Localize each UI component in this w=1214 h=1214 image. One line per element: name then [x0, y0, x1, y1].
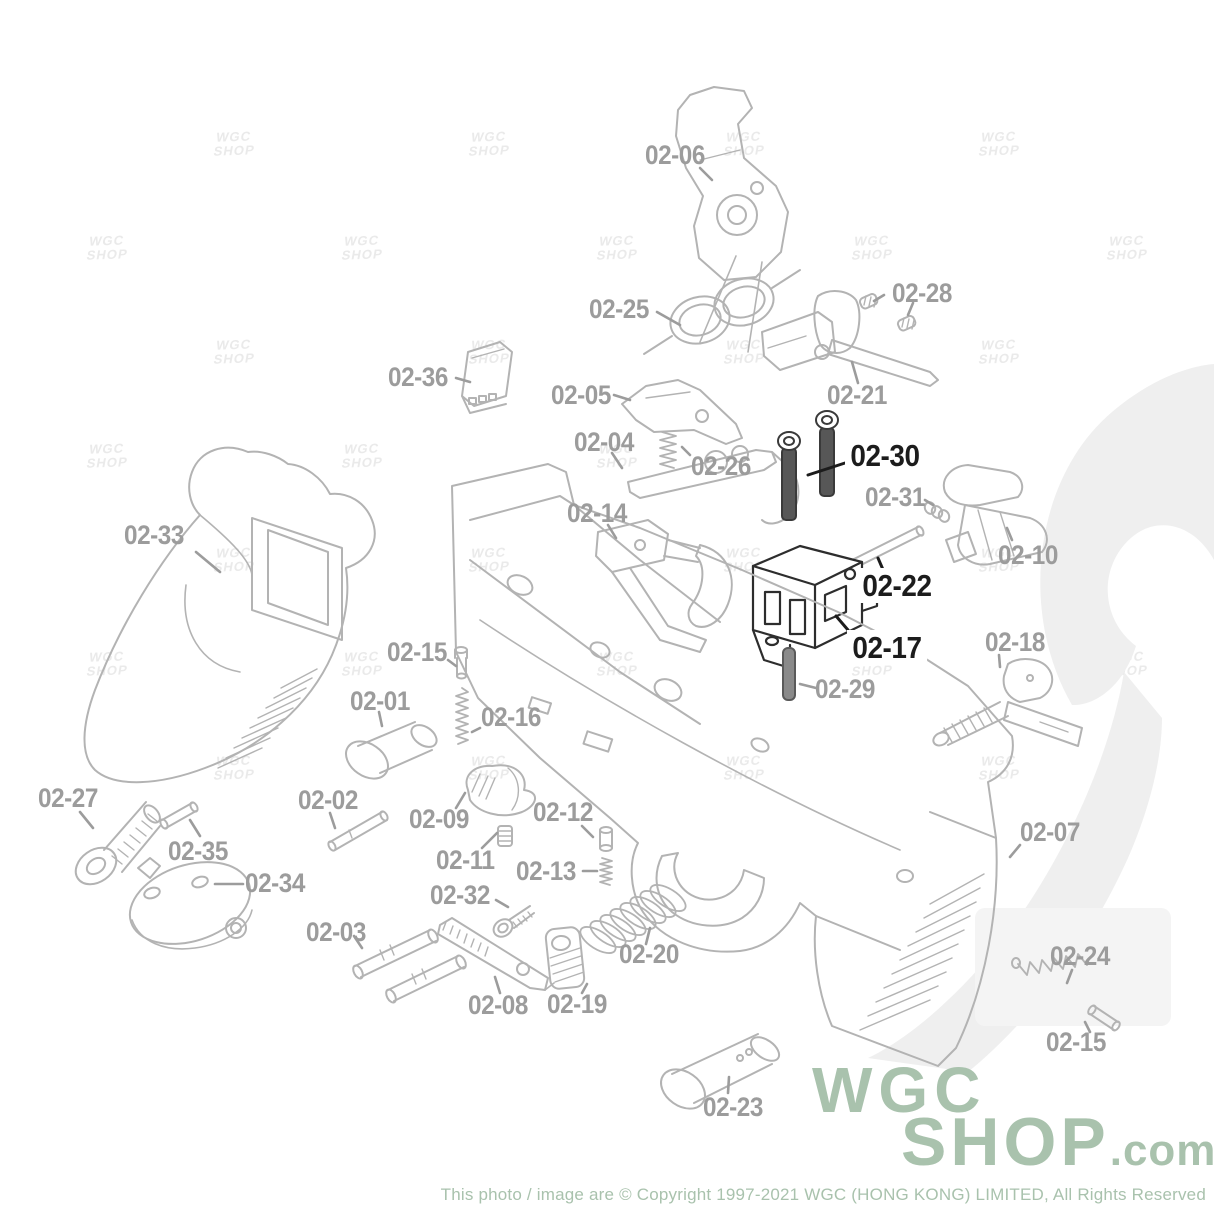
part-decock-knob	[465, 764, 536, 817]
part-label-02-30: 02-30	[845, 438, 925, 473]
part-label-02-28: 02-28	[892, 278, 952, 308]
part-label-02-35: 02-35	[168, 836, 228, 866]
part-label-02-22: 02-22	[857, 568, 937, 603]
wgc-logo-line2: SHOP.com	[901, 1108, 1214, 1176]
part-label-02-09: 02-09	[409, 804, 469, 834]
part-lanyard-plate	[128, 857, 253, 950]
part-safety-selector	[942, 464, 1048, 566]
part-cylinder-pin	[345, 721, 438, 780]
part-screw-32	[492, 905, 535, 938]
part-screws-dark	[777, 410, 839, 521]
part-label-02-14: 02-14	[567, 498, 627, 528]
wgc-logo-shop: SHOP	[901, 1104, 1110, 1180]
part-label-02-01: 02-01	[350, 686, 410, 716]
part-grip-backstrap	[83, 446, 376, 784]
part-set-screw-11	[497, 825, 513, 847]
part-double-loop-spring	[643, 269, 801, 355]
part-sear	[621, 379, 743, 445]
part-label-02-21: 02-21	[827, 380, 887, 410]
wgc-logo-tld: .com	[1109, 1126, 1214, 1175]
part-grip-screw	[74, 801, 161, 886]
part-label-02-08: 02-08	[468, 990, 528, 1020]
part-label-02-36: 02-36	[388, 362, 448, 392]
part-label-02-15-right: 02-15	[1046, 1027, 1106, 1057]
part-label-02-32: 02-32	[430, 880, 490, 910]
leader-lines	[78, 166, 1092, 1095]
part-set-screws	[858, 293, 917, 332]
part-label-02-04: 02-04	[574, 427, 634, 457]
part-label-02-16: 02-16	[481, 702, 541, 732]
part-tiny-spring-13	[599, 857, 613, 886]
part-pin-15-right	[1087, 1004, 1121, 1032]
part-two-pins	[352, 928, 467, 1004]
part-pin-35	[159, 801, 199, 830]
part-label-02-12: 02-12	[533, 797, 593, 827]
part-label-02-07: 02-07	[1020, 817, 1080, 847]
part-label-02-11: 02-11	[436, 845, 495, 875]
part-slide-stop	[761, 290, 939, 387]
part-tiny-spring	[923, 501, 951, 523]
part-label-02-27: 02-27	[38, 783, 98, 813]
part-seat	[461, 341, 513, 414]
part-hammer	[675, 86, 789, 353]
part-mag-catch	[544, 926, 586, 990]
part-label-02-29: 02-29	[815, 674, 875, 704]
swoosh-watermark	[868, 364, 1214, 1072]
part-pin-02	[327, 810, 389, 852]
part-spring-16	[455, 687, 469, 745]
part-label-02-20: 02-20	[619, 939, 679, 969]
part-label-02-02: 02-02	[298, 785, 358, 815]
part-label-02-17: 02-17	[847, 630, 927, 665]
part-label-02-19: 02-19	[547, 989, 607, 1019]
part-label-02-34: 02-34	[245, 868, 305, 898]
part-label-02-33: 02-33	[124, 520, 184, 550]
part-small-spring	[659, 431, 677, 469]
part-small-cylinder	[599, 826, 613, 852]
part-label-02-24: 02-24	[1050, 941, 1110, 971]
part-label-02-23: 02-23	[703, 1092, 763, 1122]
part-label-02-25: 02-25	[589, 294, 649, 324]
part-label-02-13: 02-13	[516, 856, 576, 886]
part-trigger-group	[595, 519, 733, 653]
part-hammer-spring	[1011, 953, 1090, 976]
part-big-pin	[660, 1033, 781, 1110]
part-dark-rod	[782, 647, 796, 701]
copyright-notice: This photo / image are © Copyright 1997-…	[440, 1185, 1206, 1204]
part-label-02-10: 02-10	[998, 540, 1058, 570]
part-label-02-31: 02-31	[865, 482, 925, 512]
part-label-02-03: 02-03	[306, 917, 366, 947]
part-label-02-05: 02-05	[551, 380, 611, 410]
part-frame	[451, 463, 1014, 1067]
part-label-02-26: 02-26	[691, 451, 751, 481]
part-label-02-06: 02-06	[645, 140, 705, 170]
part-label-02-18: 02-18	[985, 627, 1045, 657]
part-label-02-15-left: 02-15	[387, 637, 447, 667]
wgc-logo-line1: WGC	[812, 1054, 987, 1126]
